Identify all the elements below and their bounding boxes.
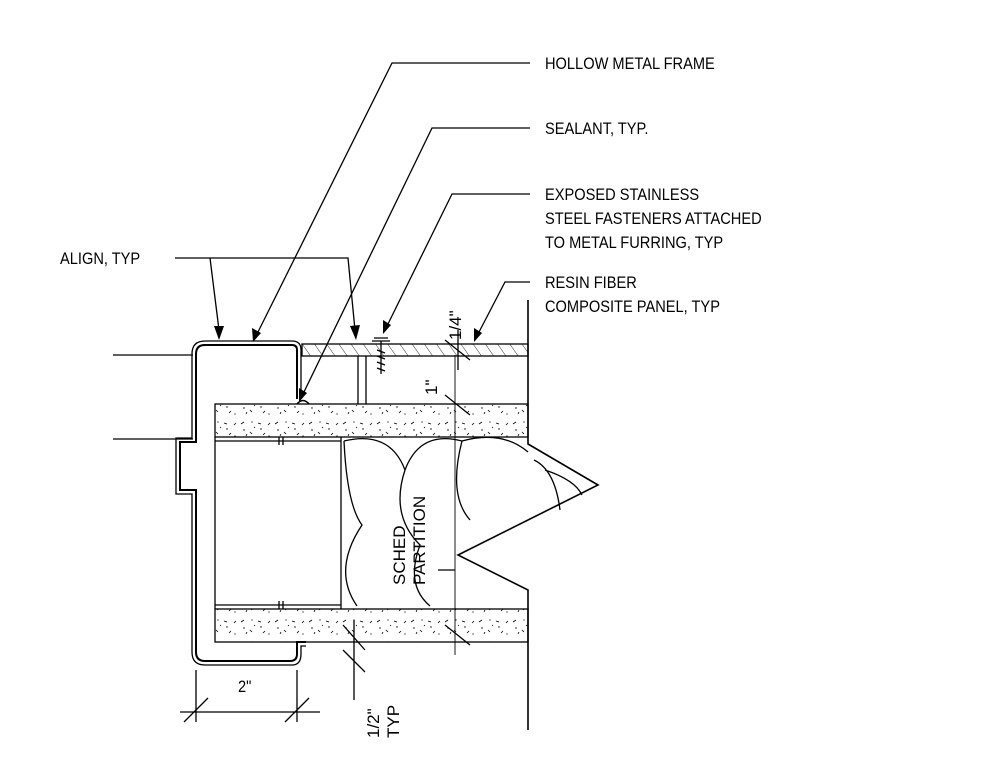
sched-partition-label: SCHED PARTITION bbox=[390, 495, 429, 585]
leader-hollow-metal-frame bbox=[256, 62, 530, 335]
arrow-align-left bbox=[214, 326, 224, 340]
arrow-fasteners bbox=[383, 320, 391, 334]
dim-1-4 bbox=[444, 330, 471, 370]
sealant-label: SEALANT, TYP. bbox=[545, 119, 649, 138]
resin-panel-label: RESIN FIBER COMPOSITE PANEL, TYP bbox=[545, 273, 720, 316]
align-label: ALIGN, TYP bbox=[60, 249, 141, 268]
leader-resin-panel bbox=[477, 281, 530, 335]
arrow-resin-panel bbox=[474, 328, 482, 342]
gypsum-board-bottom bbox=[214, 608, 529, 643]
dim-1-in bbox=[444, 394, 471, 416]
gypsum-board-top bbox=[214, 403, 529, 438]
resin-panel bbox=[301, 343, 529, 357]
dim-1-in-label: 1" bbox=[422, 379, 441, 396]
hollow-metal-frame-label: HOLLOW METAL FRAME bbox=[545, 54, 715, 73]
leader-align bbox=[175, 257, 356, 331]
metal-furring bbox=[357, 356, 367, 404]
dim-1-4-label: 1/4" bbox=[446, 310, 465, 340]
dim-half-in-bottom bbox=[444, 624, 471, 646]
arrow-sealant bbox=[299, 388, 307, 402]
dim-half-in bbox=[342, 620, 366, 700]
batt-insulation bbox=[343, 436, 529, 607]
leader-fasteners bbox=[386, 193, 530, 327]
sealant-bead bbox=[296, 399, 310, 405]
arrow-hollow-metal-frame bbox=[252, 328, 261, 342]
dim-2-in bbox=[180, 670, 320, 723]
batt-insulation-right bbox=[533, 459, 583, 511]
arrow-align-right bbox=[350, 325, 360, 340]
metal-stud bbox=[214, 437, 342, 609]
dim-2-in-label: 2" bbox=[238, 677, 252, 696]
fastener-icon bbox=[372, 337, 390, 374]
hollow-metal-frame bbox=[179, 344, 306, 662]
leader-sealant bbox=[302, 127, 530, 395]
adjacent-wall bbox=[113, 354, 193, 440]
dim-half-in-label: 1/2" TYP bbox=[364, 704, 403, 738]
hollow-metal-frame-inner bbox=[175, 340, 306, 666]
fasteners-label: EXPOSED STAINLESS STEEL FASTENERS ATTACH… bbox=[545, 185, 762, 252]
break-line bbox=[456, 300, 600, 730]
